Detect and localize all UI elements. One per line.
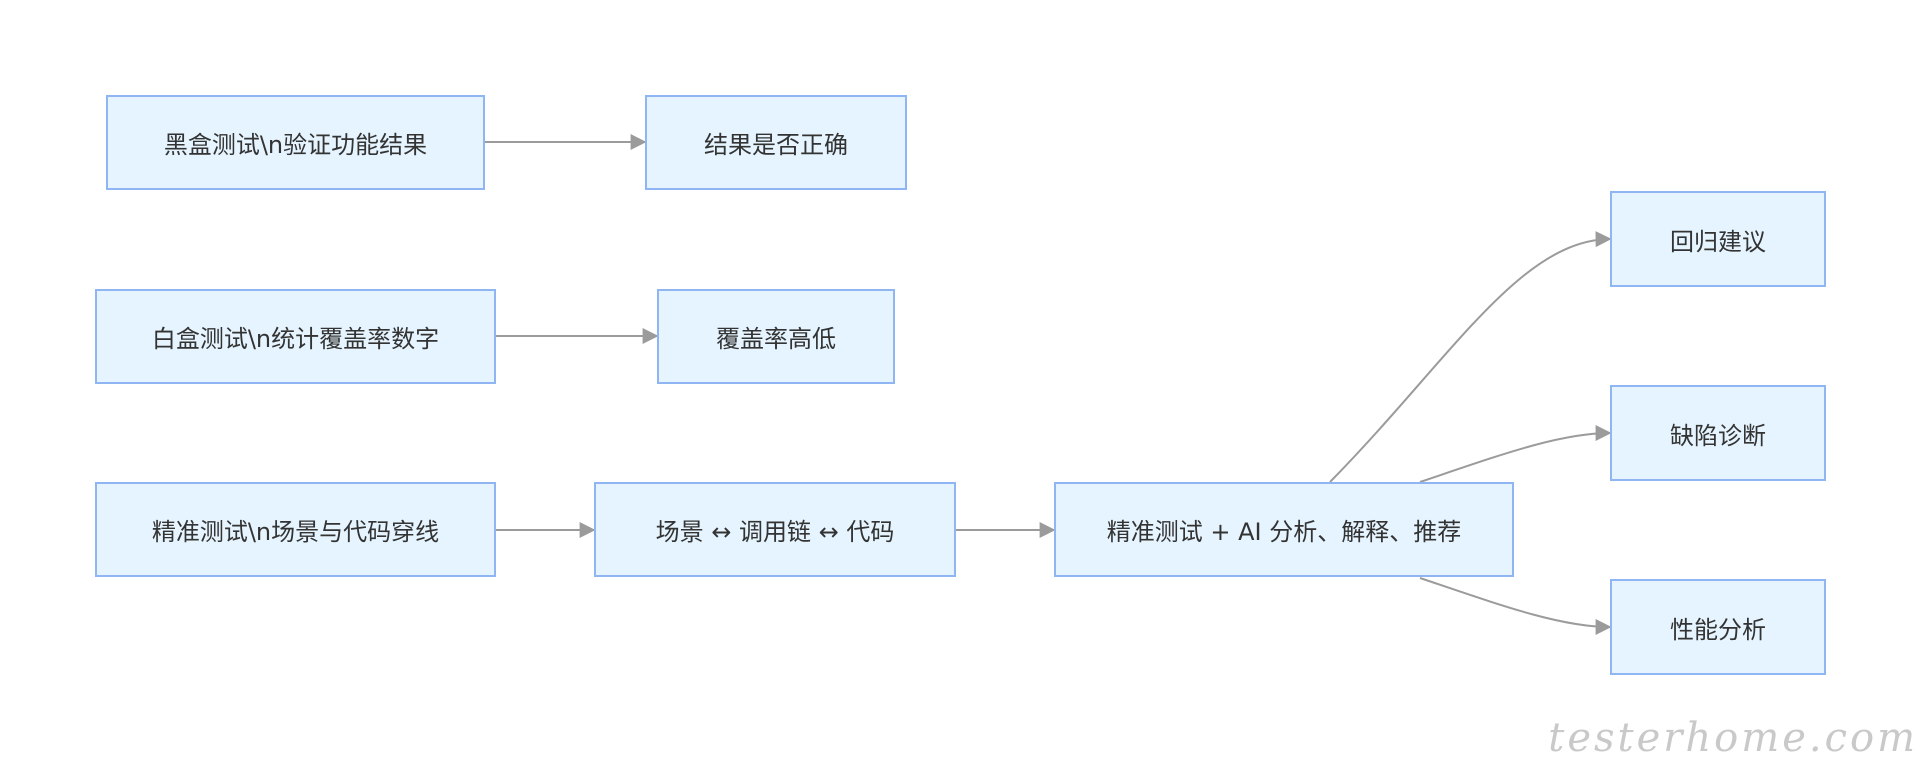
node-defect-diagnosis: 缺陷诊断 — [1610, 385, 1826, 481]
node-blackbox-test: 黑盒测试\n验证功能结果 — [106, 95, 485, 190]
node-scenario-call-chain-code: 场景 ↔ 调用链 ↔ 代码 — [594, 482, 956, 577]
node-precision-ai-analysis: 精准测试 + AI 分析、解释、推荐 — [1054, 482, 1514, 577]
node-result-correct: 结果是否正确 — [645, 95, 907, 190]
edge-ai-to-regression — [1329, 231, 1612, 483]
node-precision-test: 精准测试\n场景与代码穿线 — [95, 482, 496, 577]
node-whitebox-test: 白盒测试\n统计覆盖率数字 — [95, 289, 496, 384]
node-coverage-level: 覆盖率高低 — [657, 289, 895, 384]
node-performance-analysis: 性能分析 — [1610, 579, 1826, 675]
watermark-logo: testerhome.com — [1548, 715, 1918, 761]
node-regression-advice: 回归建议 — [1610, 191, 1826, 287]
edge-ai-to-defect — [1419, 425, 1612, 483]
edge-ai-to-performance — [1419, 577, 1612, 635]
